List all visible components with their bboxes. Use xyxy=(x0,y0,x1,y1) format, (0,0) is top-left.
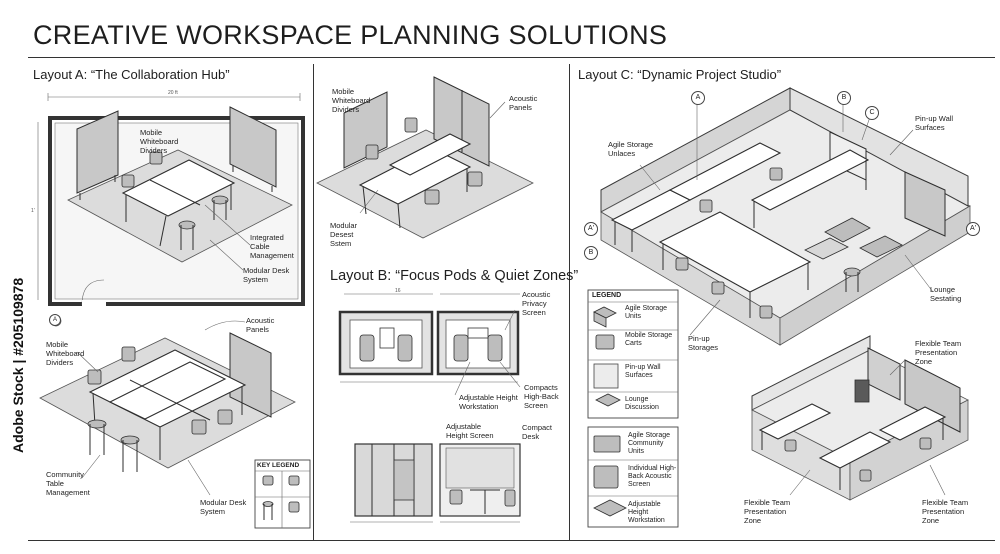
layout-c-callout-agile: Agile Storage Unlaces xyxy=(608,140,654,158)
layout-a-title: Layout A: “The Collaboration Hub” xyxy=(33,67,230,82)
layout-c-iso-lower xyxy=(751,335,969,501)
layout-a-top-dimension: 20 ft xyxy=(168,90,178,96)
key-legend-title: KEY LEGEND xyxy=(257,462,300,469)
layout-a-right-callout-whiteboard: Mobile Whiteboard Dividers xyxy=(332,87,371,114)
legend-lounge: Lounge Discussion xyxy=(625,396,659,411)
layout-b-callout-privacy: Acoustic Privacy Screen xyxy=(522,290,551,317)
key-legend-art xyxy=(254,459,311,529)
bottom-rule xyxy=(28,540,995,541)
layout-c-callout-flex-right: Flexible Team Presentation Zone xyxy=(922,498,969,525)
layout-c-marker-b-top: B xyxy=(837,91,851,105)
layout-c-iso-main xyxy=(600,87,971,346)
layout-a-bottom-callout-community: Community Table Management xyxy=(46,470,90,497)
layout-a-marker: A xyxy=(49,314,61,326)
layout-c-callout-pinup: Pin-up Wall Surfaces xyxy=(915,114,954,132)
layout-b-title: Layout B: “Focus Pods & Quiet Zones” xyxy=(330,268,579,284)
layout-a-callout-desk: Modular Desk System xyxy=(243,266,290,284)
layout-c-marker-a-prime-right: A' xyxy=(966,222,980,236)
layout-a-iso-top-right xyxy=(316,76,534,239)
layout-b-callout-compacts: Compacts High-Back Screen xyxy=(524,383,559,410)
column-divider-left xyxy=(313,64,314,540)
layout-b-dimension: 16 xyxy=(395,288,401,294)
layout-a-iso-bottom xyxy=(39,320,296,496)
legend2-adjustable: Adjustable Height Workstation xyxy=(628,501,665,524)
layout-a-callout-cable: Integrated Cable Management xyxy=(250,233,294,260)
layout-c-callout-flex-left: Flexible Team Presentation Zone xyxy=(744,498,791,525)
layout-b-elevations xyxy=(350,443,521,523)
layout-c-marker-a-top: A xyxy=(691,91,705,105)
layout-b-callout-compact: Compact Desk xyxy=(522,423,553,441)
layout-a-right-callout-panels: Acoustic Panels xyxy=(509,94,538,112)
legend-agile-storage: Agile Storage Units xyxy=(625,305,668,320)
column-divider-right xyxy=(569,64,570,540)
layout-c-marker-c-top: C xyxy=(865,106,879,120)
legend2-agile-community: Agile Storage Community Units xyxy=(628,432,671,455)
layout-c-title: Layout C: “Dynamic Project Studio” xyxy=(578,67,782,82)
layout-c-legend-icons xyxy=(587,289,679,528)
layout-a-bottom-callout-whiteboard: Mobile Whiteboard Dividers xyxy=(46,340,85,367)
layout-a-plan xyxy=(37,93,305,327)
layout-c-callout-lounge: Lounge Sestating xyxy=(930,285,962,303)
layout-a-bottom-callout-panels: Acoustic Panels xyxy=(246,316,275,334)
layout-b-callout-adjustable: Adjustable Height Screen xyxy=(446,422,494,440)
legend-mobile-carts: Mobile Storage Carts xyxy=(625,332,673,347)
page-title: CREATIVE WORKSPACE PLANNING SOLUTIONS xyxy=(33,20,668,50)
layout-c-callout-pinup-storage: Pin-up Storages xyxy=(688,334,719,352)
layout-a-bottom-callout-desk: Modular Desk System xyxy=(200,498,247,516)
layout-c-marker-a-prime-left: A' xyxy=(584,222,598,236)
layout-b-callout-workstation: Adjustable Height Workstation xyxy=(459,393,518,411)
legend2-high-back: Individual High-Back Acoustic Screen xyxy=(628,465,677,488)
layout-a-callout-whiteboard: Mobile Whiteboard Dividers xyxy=(140,128,179,155)
layout-a-side-dimension: 1' xyxy=(31,208,35,214)
title-underline xyxy=(28,57,995,59)
layout-a-right-callout-desk: Modular Desest Sstem xyxy=(330,221,358,248)
layout-c-legend-title: LEGEND xyxy=(592,292,622,299)
layout-c-callout-flex-top: Flexible Team Presentation Zone xyxy=(915,339,962,366)
layout-c-marker-b-left: B xyxy=(584,246,598,260)
legend-pinup: Pin-up Wall Surfaces xyxy=(625,364,661,379)
layout-b-plan xyxy=(338,293,521,396)
